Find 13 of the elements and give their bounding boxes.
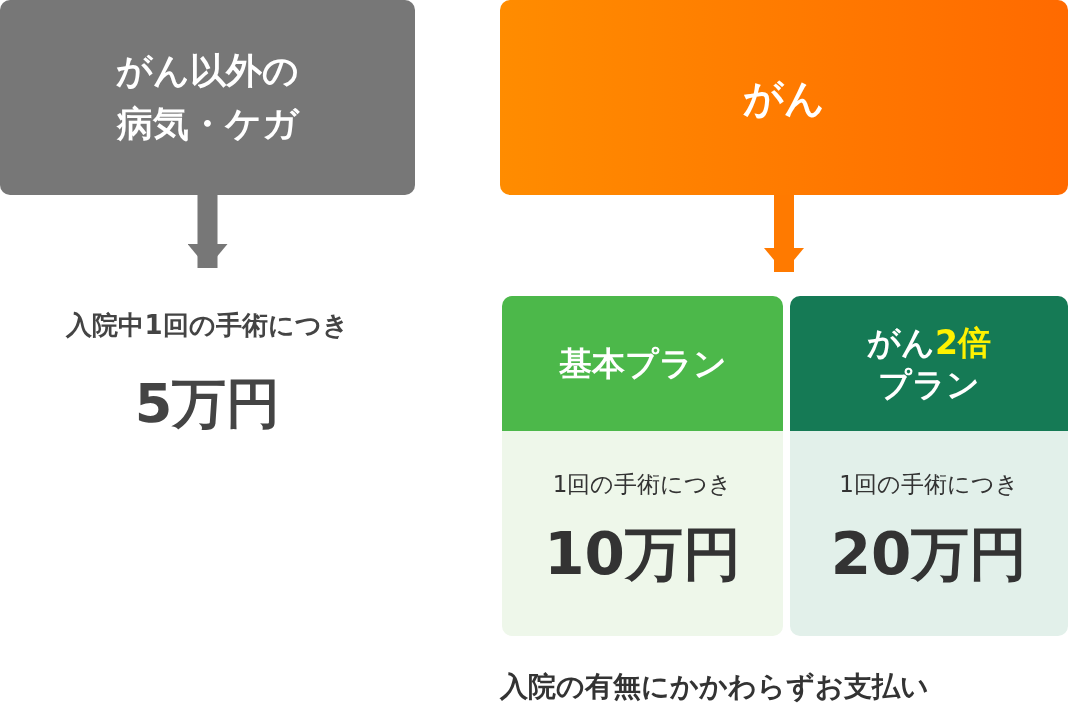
arrow bbox=[187, 195, 228, 268]
category-box: がん以外の病気・ケガ bbox=[0, 0, 415, 195]
amount-text: 5万円 bbox=[133, 371, 282, 437]
caption-text: 1回の手術につき bbox=[551, 470, 734, 499]
caption-text: 1回の手術につき bbox=[838, 470, 1020, 499]
amount-text: 20万円 bbox=[829, 519, 1029, 590]
note-text: 入院の有無にかかわらずお支払い bbox=[500, 669, 930, 705]
arrow bbox=[764, 195, 804, 272]
plan-header: がん2倍プラン bbox=[790, 296, 1068, 431]
amount-text: 10万円 bbox=[543, 519, 742, 590]
caption-text: 入院中1回の手術につき bbox=[64, 309, 350, 342]
plan-header: 基本プラン bbox=[502, 296, 783, 431]
category-box: がん bbox=[500, 0, 1068, 195]
